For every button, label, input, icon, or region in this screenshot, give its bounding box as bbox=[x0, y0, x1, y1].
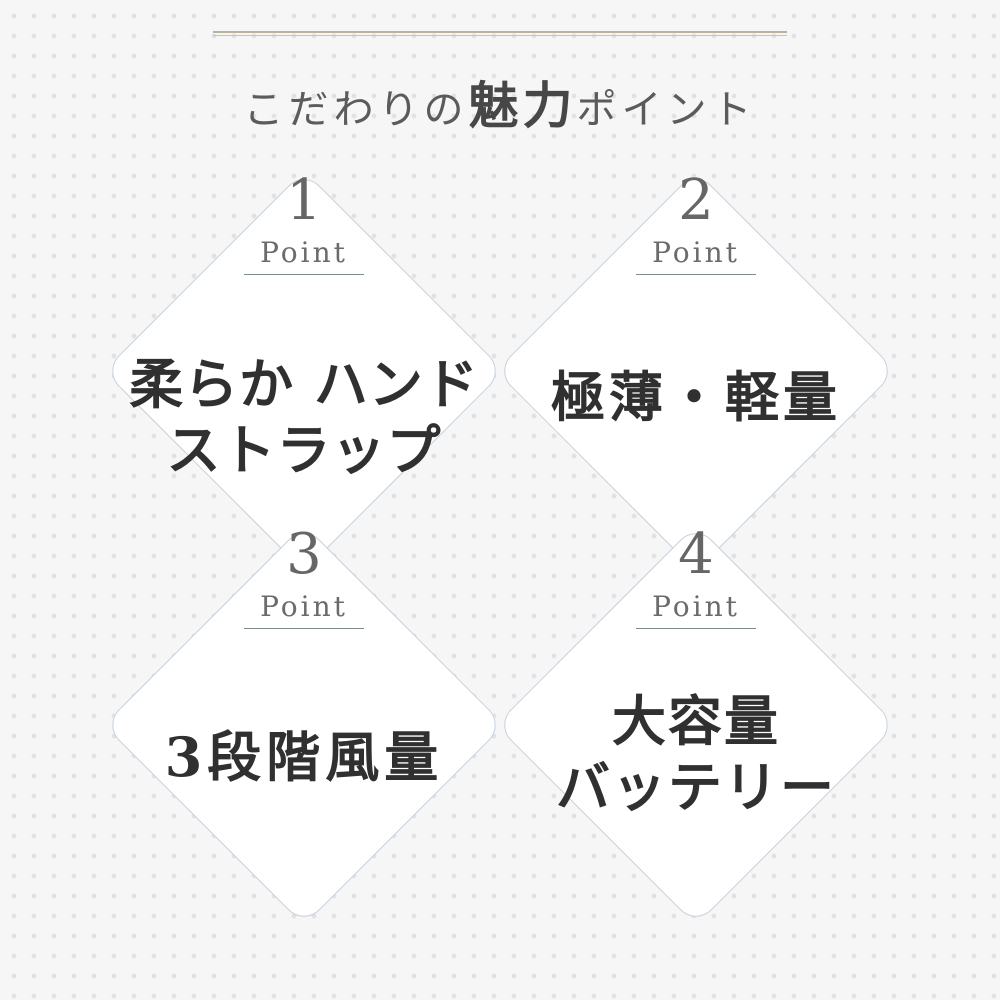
point-card-4: 4 Point 大容量 バッテリー bbox=[446, 500, 946, 950]
point-underline bbox=[636, 274, 756, 275]
heading-tail-text: ポイント bbox=[576, 87, 757, 133]
point-card-2: 2 Point 極薄・軽量 bbox=[446, 146, 946, 596]
point-underline bbox=[244, 628, 364, 629]
point-label: Point bbox=[652, 236, 740, 269]
point-title: 3段階風量 bbox=[164, 725, 444, 789]
point-number: 3 bbox=[286, 522, 322, 587]
point-card-1: 1 Point 柔らか ハンド ストラップ bbox=[54, 146, 554, 596]
point-number: 2 bbox=[678, 168, 714, 233]
point-label: Point bbox=[260, 590, 348, 623]
point-underline bbox=[636, 628, 756, 629]
top-decorative-rule bbox=[213, 31, 787, 36]
point-label: Point bbox=[652, 590, 740, 623]
heading-strong-text: 魅力 bbox=[468, 76, 577, 135]
point-title: 大容量 バッテリー bbox=[556, 689, 836, 819]
point-number: 1 bbox=[286, 168, 322, 233]
point-card-3: 3 Point 3段階風量 bbox=[54, 500, 554, 950]
point-underline bbox=[244, 274, 364, 275]
top-rule-line-thin bbox=[213, 35, 787, 36]
point-title: 極薄・軽量 bbox=[551, 365, 841, 429]
point-title: 柔らか ハンド ストラップ bbox=[129, 352, 479, 482]
point-label: Point bbox=[260, 236, 348, 269]
point-number: 4 bbox=[678, 522, 714, 587]
top-rule-line-thick bbox=[213, 31, 787, 33]
heading-light-text: こだわりの bbox=[243, 87, 469, 133]
page-heading: こだわりの魅力ポイント bbox=[0, 70, 1000, 146]
